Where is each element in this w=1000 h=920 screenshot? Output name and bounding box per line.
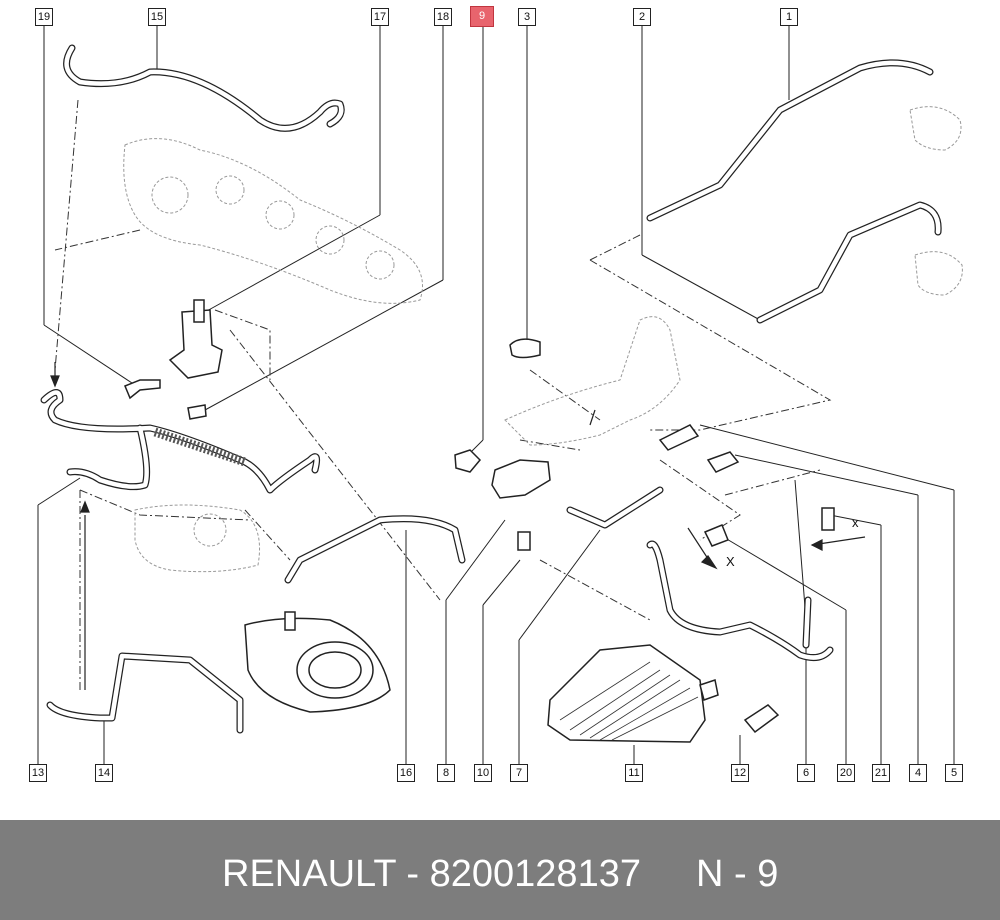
callout-2[interactable]: 2 [633,8,651,26]
footer-position: N - 9 [696,853,779,895]
callout-6[interactable]: 6 [797,764,815,782]
callout-14[interactable]: 14 [95,764,113,782]
parts-diagram: x X 19 15 17 18 9 3 2 1 13 14 16 8 10 7 … [29,6,963,782]
callout-16[interactable]: 16 [397,764,415,782]
callout-8[interactable]: 8 [437,764,455,782]
callout-20[interactable]: 20 [837,764,855,782]
callout-10[interactable]: 10 [474,764,492,782]
callout-13[interactable]: 13 [29,764,47,782]
hoses-outline [40,44,942,734]
callout-5[interactable]: 5 [945,764,963,782]
callout-9-highlighted[interactable]: 9 [470,6,494,27]
footer-bar: RENAULT - 8200128137 N - 9 [0,820,1000,920]
dim-label-x-upper: X [726,554,735,569]
callout-11[interactable]: 11 [625,764,643,782]
canister-ribs [559,661,699,741]
dash-dot-lines [54,99,832,690]
callout-21[interactable]: 21 [872,764,890,782]
components [124,299,835,743]
arrows [50,362,866,690]
callout-1[interactable]: 1 [780,8,798,26]
callout-3[interactable]: 3 [518,8,536,26]
diagram-drawing [37,26,963,765]
callout-17[interactable]: 17 [371,8,389,26]
background-parts [123,106,963,573]
callout-18[interactable]: 18 [434,8,452,26]
callout-4[interactable]: 4 [909,764,927,782]
leader-lines [37,26,955,765]
callout-12[interactable]: 12 [731,764,749,782]
callout-15[interactable]: 15 [148,8,166,26]
callout-19[interactable]: 19 [35,8,53,26]
callout-7[interactable]: 7 [510,764,528,782]
footer-part-number: RENAULT - 8200128137 [222,853,641,895]
dim-label-x-lower: x [852,515,859,530]
